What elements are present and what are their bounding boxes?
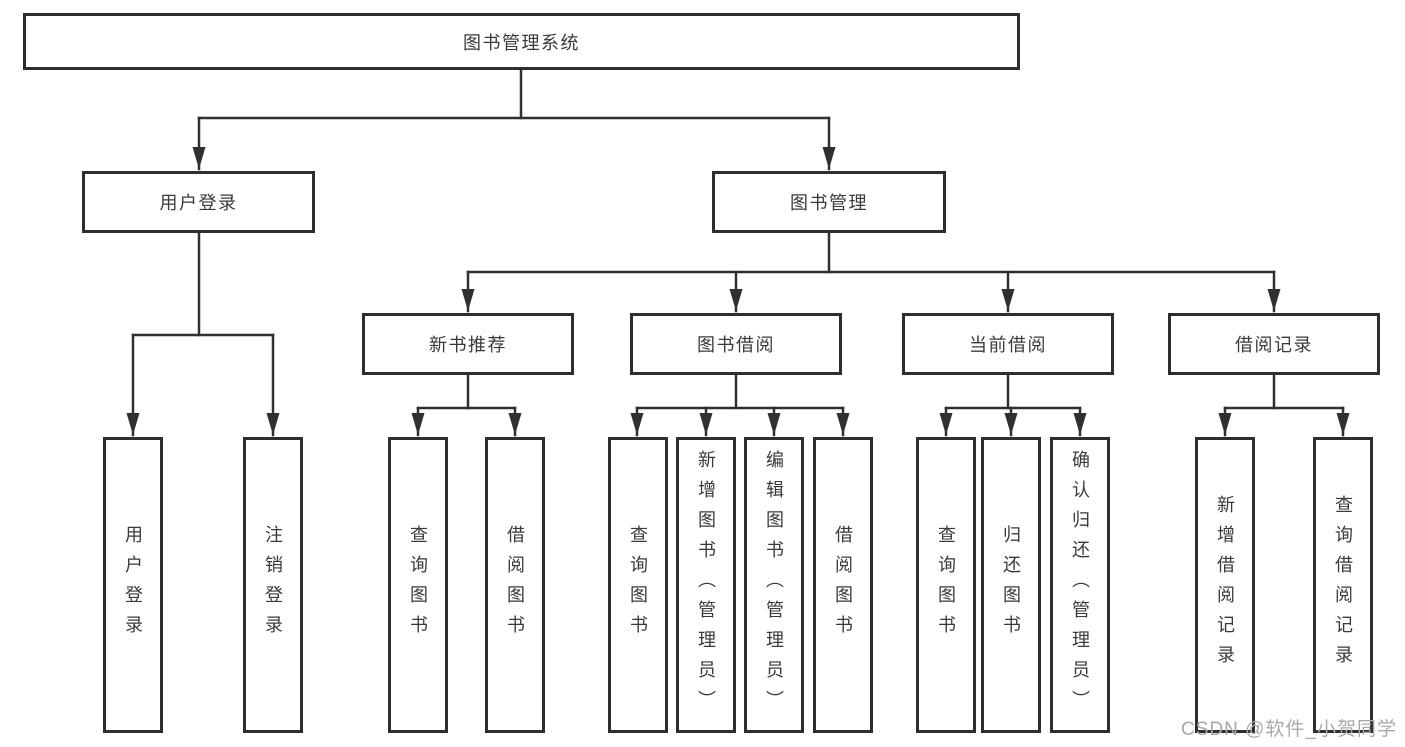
node-current-borrow: 当前借阅 bbox=[902, 313, 1114, 375]
leaf-user-login: 用户登录 bbox=[103, 437, 163, 733]
leaf-query-books-recommend: 查询图书 bbox=[388, 437, 448, 733]
leaf-confirm-return-admin: 确认归还（管理员） bbox=[1050, 437, 1110, 733]
node-user-login: 用户登录 bbox=[82, 171, 315, 233]
node-book-borrow: 图书借阅 bbox=[630, 313, 842, 375]
node-new-book-recommend: 新书推荐 bbox=[362, 313, 574, 375]
node-root: 图书管理系统 bbox=[23, 13, 1020, 70]
leaf-return-books: 归还图书 bbox=[981, 437, 1041, 733]
watermark: CSDN @软件_小贺同学 bbox=[1181, 719, 1397, 740]
leaf-edit-book-admin: 编辑图书（管理员） bbox=[744, 437, 804, 733]
node-book-management: 图书管理 bbox=[712, 171, 946, 233]
leaf-query-books-borrow: 查询图书 bbox=[608, 437, 668, 733]
leaf-query-borrow-record: 查询借阅记录 bbox=[1313, 437, 1373, 733]
node-borrow-records: 借阅记录 bbox=[1168, 313, 1380, 375]
leaf-query-books-current: 查询图书 bbox=[916, 437, 976, 733]
leaf-logout: 注销登录 bbox=[243, 437, 303, 733]
leaf-borrow-books: 借阅图书 bbox=[813, 437, 873, 733]
leaf-add-book-admin: 新增图书（管理员） bbox=[676, 437, 736, 733]
leaf-borrow-books-recommend: 借阅图书 bbox=[485, 437, 545, 733]
leaf-add-borrow-record: 新增借阅记录 bbox=[1195, 437, 1255, 733]
